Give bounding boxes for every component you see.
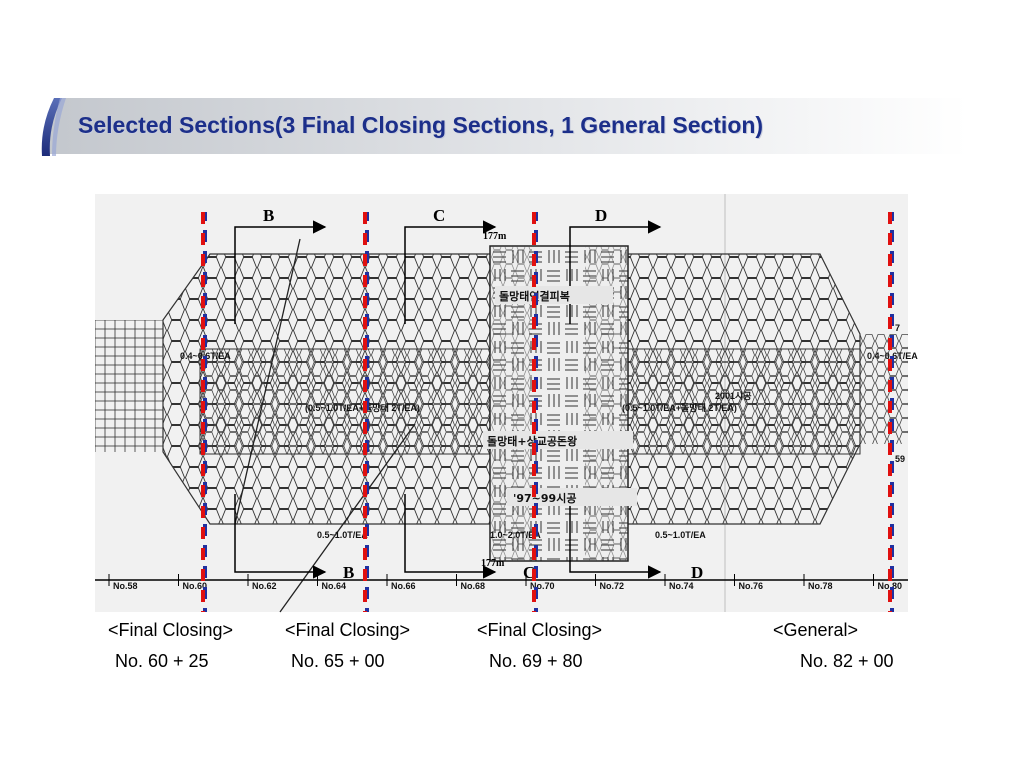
length-label-top: 177m — [483, 231, 507, 242]
revetment-plan-drawing: B C D B C D 177m 177m 0.4~0.6T/EA 0.4~0.… — [95, 194, 918, 613]
section-2-type: <Final Closing> — [285, 620, 411, 640]
station-label: No.80 — [878, 581, 903, 591]
slide-title: Selected Sections(3 Final Closing Sectio… — [78, 112, 764, 138]
section-cut-line-1 — [201, 212, 207, 612]
section-cut-line-3 — [532, 212, 538, 612]
station-label: No.74 — [669, 581, 694, 591]
section-cut-line-4 — [888, 212, 894, 612]
station-label: No.66 — [391, 581, 416, 591]
marker-d-top: D — [595, 206, 607, 225]
station-label: No.68 — [461, 581, 486, 591]
marker-b-top: B — [263, 206, 274, 225]
marker-c-top: C — [433, 206, 445, 225]
station-label: No.70 — [530, 581, 555, 591]
spec-center-mid: 돌망태+상교공돈왕 — [487, 434, 577, 448]
station-label: No.58 — [113, 581, 138, 591]
section-1-type: <Final Closing> — [108, 620, 234, 640]
spec-center-low: '97~99시공 — [513, 492, 576, 505]
section-4-station: No. 82 + 00 — [800, 651, 894, 671]
spec-bottom-left: 0.5~1.0T/EA — [317, 530, 368, 540]
section-3-station: No. 69 + 80 — [489, 651, 583, 671]
spec-right-edge-top: 7 — [895, 323, 900, 333]
station-label: No.78 — [808, 581, 833, 591]
length-label-bottom: 177m — [481, 558, 505, 569]
marker-b-bottom: B — [343, 563, 354, 582]
spec-middle-left: (0.5~1.0T/EA+돌망태 2T/EA) — [305, 402, 420, 413]
section-3-type: <Final Closing> — [477, 620, 603, 640]
section-4-type: <General> — [773, 620, 859, 640]
station-label: No.60 — [183, 581, 208, 591]
station-labels: No.58 No.60 No.62 No.64 No.66 No.68 No.70 No.72… — [113, 581, 902, 591]
section-1-station: No. 60 + 25 — [115, 651, 209, 671]
spec-right-edge-mid: 59 — [895, 454, 905, 464]
station-label: No.64 — [322, 581, 347, 591]
spec-bottom-right: 0.5~1.0T/EA — [655, 530, 706, 540]
section-2-station: No. 65 + 00 — [291, 651, 385, 671]
station-label: No.72 — [600, 581, 625, 591]
title-banner — [41, 98, 968, 156]
spec-middle-right: (0.5~1.0T/EA+돌망태 2T/EA) — [622, 402, 737, 413]
spec-year: 2001시공 — [715, 391, 752, 401]
station-label: No.76 — [739, 581, 764, 591]
section-cut-line-2 — [363, 212, 369, 612]
spec-bottom-center: 1.0~2.0T/EA — [490, 530, 541, 540]
marker-d-bottom: D — [691, 563, 703, 582]
station-ticks — [108, 574, 874, 586]
station-label: No.62 — [252, 581, 277, 591]
